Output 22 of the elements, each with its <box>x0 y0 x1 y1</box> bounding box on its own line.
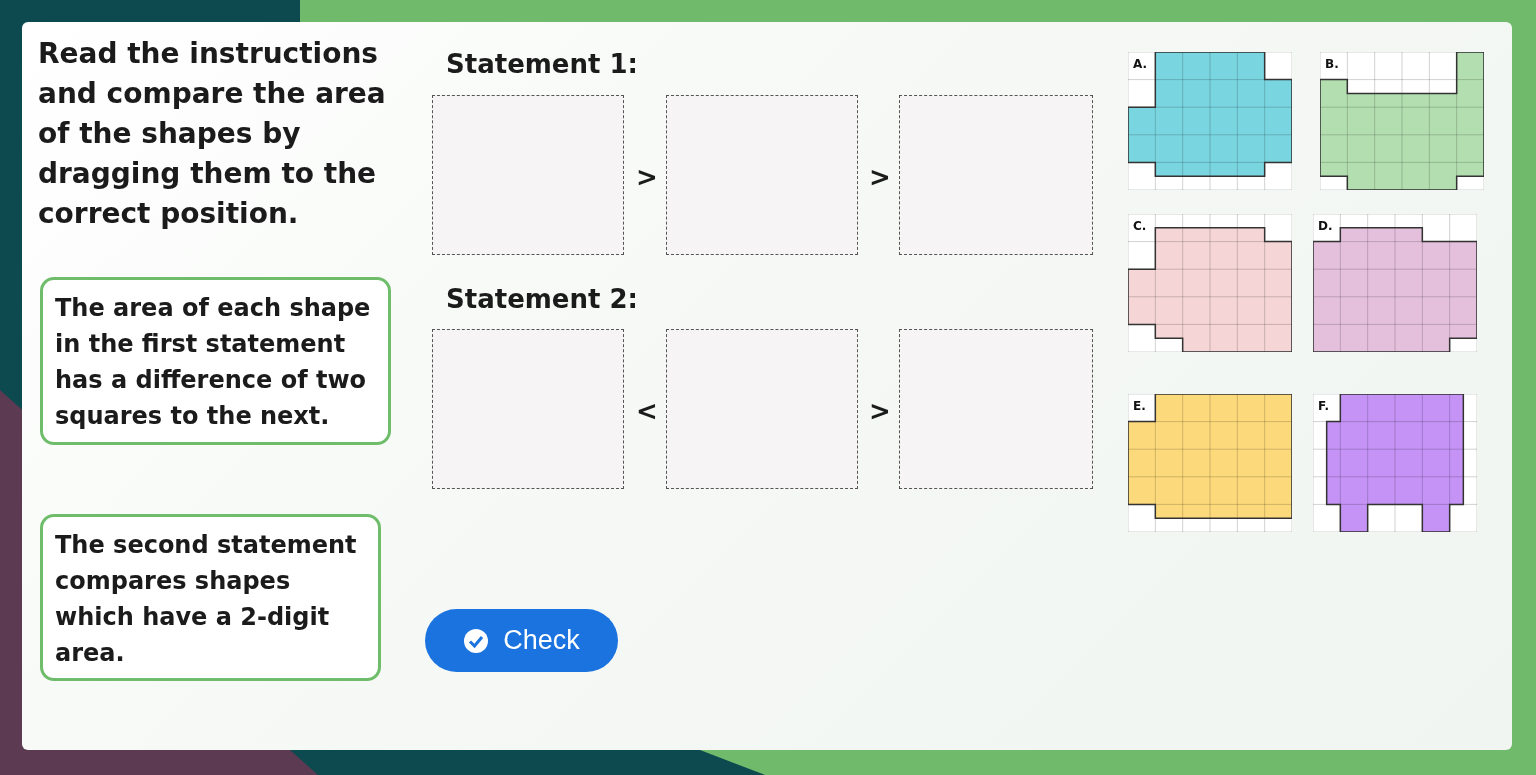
drop-zone <box>432 95 624 255</box>
drop-zone <box>432 329 624 489</box>
statement-heading: Statement 1: <box>446 48 639 81</box>
check-button: Check <box>425 609 618 672</box>
drop-zone <box>899 329 1093 489</box>
hint-box: The second statement compares shapes which have a 2-digit area. <box>40 514 381 681</box>
shape-letter: D. <box>1318 219 1333 233</box>
comparison-symbol: < <box>636 395 656 428</box>
shape-letter: A. <box>1133 57 1148 71</box>
shape-letter: F. <box>1318 399 1329 413</box>
comparison-symbol: > <box>869 161 889 194</box>
drop-zone <box>666 95 858 255</box>
statement-heading: Statement 2: <box>446 283 639 316</box>
instruction-text: Read the instructions and compare the area of the shapes by dragging them to the correct position. <box>38 36 387 232</box>
comparison-symbol: > <box>869 395 889 428</box>
drop-zone <box>899 95 1093 255</box>
drop-zone <box>666 329 858 489</box>
shape-letter: E. <box>1133 399 1146 413</box>
shape-letter: B. <box>1325 57 1339 71</box>
hint-box: The area of each shape in the first statement has a difference of two squares to the next. <box>40 277 391 445</box>
shape-letter: C. <box>1133 219 1147 233</box>
comparison-symbol: > <box>636 161 656 194</box>
